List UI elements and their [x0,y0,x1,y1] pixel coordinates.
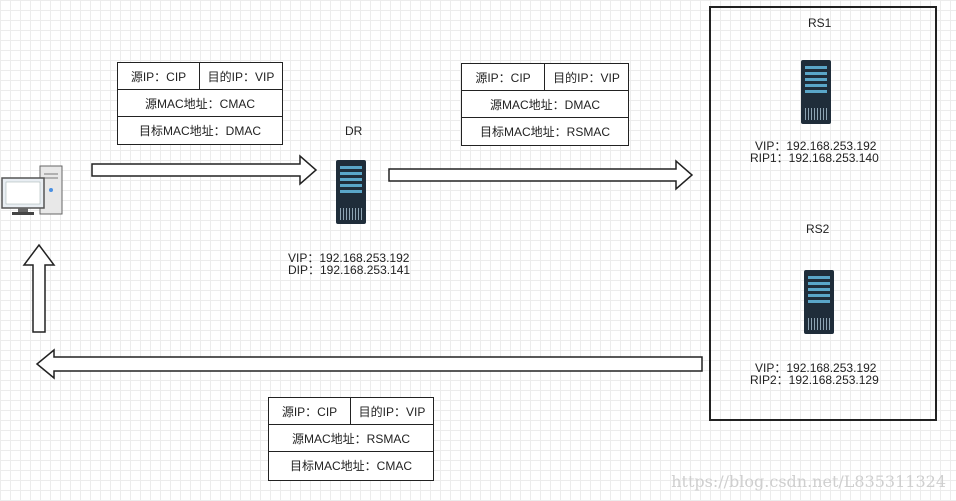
rs1-server-icon [801,60,831,124]
arrow-dr-to-rs [388,159,694,191]
packet-table-2: 源IP：CIP 目的IP：VIP 源MAC地址：DMAC 目标MAC地址：RSM… [461,63,629,146]
rs2-rip: RIP2：192.168.253.129 [750,373,879,387]
dr-vip: VIP：192.168.253.192 [288,251,410,265]
dr-server-icon [336,160,366,224]
packet2-dst-mac: 目标MAC地址：RSMAC [479,125,610,139]
rs1-title: RS1 [808,16,832,30]
rs1-rip: RIP1：192.168.253.140 [750,151,879,165]
real-server-group [709,6,937,421]
rs2-vip: VIP：192.168.253.192 [755,361,877,375]
packet3-src-mac: 源MAC地址：RSMAC [291,431,410,446]
rs2-title: RS2 [806,222,830,236]
packet1-dst-mac: 目标MAC地址：DMAC [139,124,261,138]
packet3-src-ip: 源IP：CIP [269,398,351,424]
arrow-client-to-dr [91,154,318,186]
packet2-dst-ip: 目的IP：VIP [553,70,620,85]
packet1-dst-ip: 目的IP：VIP [207,69,275,84]
packet1-src-ip: 源IP：CIP [118,63,200,89]
packet2-src-ip: 源IP：CIP [462,64,545,90]
arrow-up-to-client [22,243,56,333]
packet3-dst-ip: 目的IP：VIP [358,404,426,419]
arrow-rs-to-client [35,348,703,380]
rs2-server-icon [804,270,834,334]
rs1-vip: VIP：192.168.253.192 [755,139,877,153]
dr-title: DR [345,124,363,138]
packet-table-1: 源IP：CIP 目的IP：VIP 源MAC地址：CMAC 目标MAC地址：DMA… [117,62,283,145]
packet3-dst-mac: 目标MAC地址：CMAC [290,459,412,473]
dr-dip: DIP：192.168.253.141 [288,263,411,277]
packet1-src-mac: 源MAC地址：CMAC [145,96,255,111]
packet2-src-mac: 源MAC地址：DMAC [490,97,600,112]
desktop-computer-icon [1,165,63,215]
packet-table-3: 源IP：CIP 目的IP：VIP 源MAC地址：RSMAC 目标MAC地址：CM… [268,397,434,481]
watermark-text: https://blog.csdn.net/L835311324 [671,472,946,491]
